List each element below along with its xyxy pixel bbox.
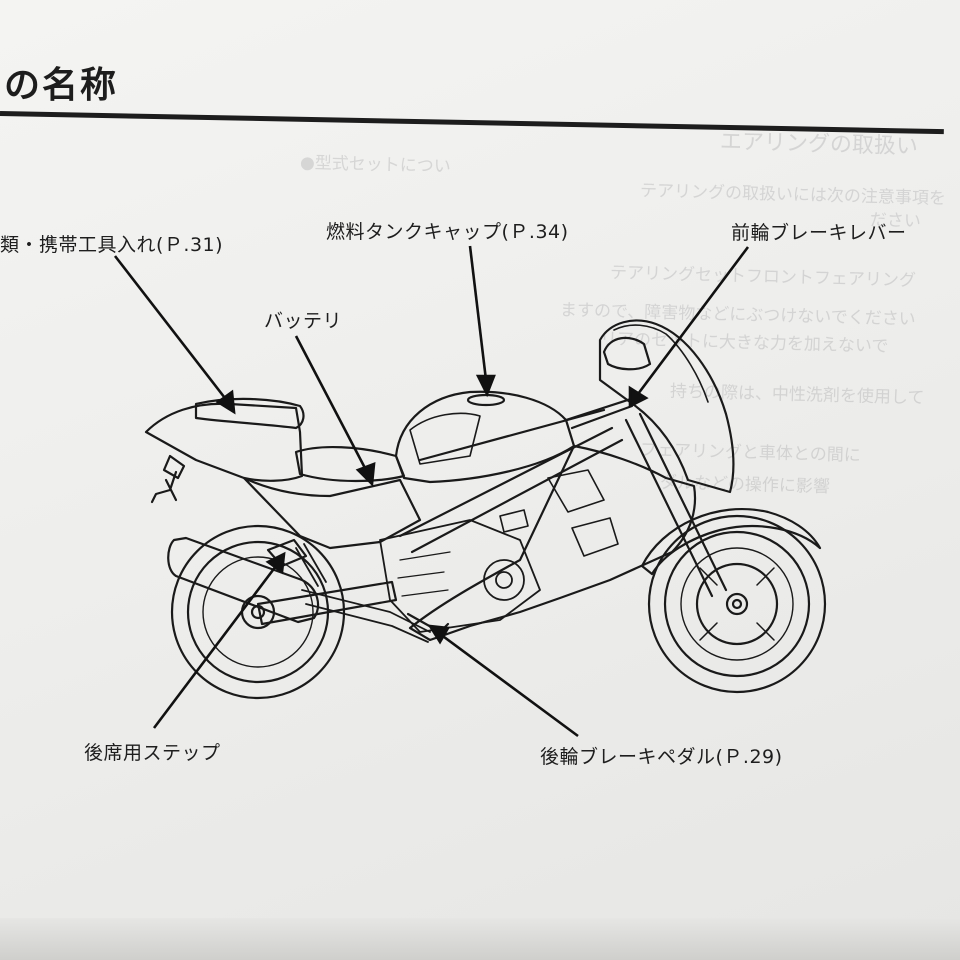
callout-fuel-cap: 燃料タンクキャップ(Ｐ.34) (326, 221, 569, 243)
license-bracket (150, 470, 178, 504)
rear-shock (295, 543, 327, 587)
arrowhead (265, 551, 286, 575)
leader-line-battery (294, 335, 368, 471)
tank-knee-recess (409, 412, 481, 465)
leader-line-front-brake-lever (636, 246, 750, 395)
callout-tool-storage: 類・携帯工具入れ(Ｐ.31) (0, 234, 224, 256)
arrowhead (427, 624, 451, 645)
rear-wheel (170, 524, 346, 700)
fairing-vent-small (499, 509, 529, 533)
arrowhead (355, 462, 376, 487)
arrowhead (628, 385, 649, 409)
front-fender (640, 507, 822, 576)
lower-fairing (408, 444, 697, 642)
swingarm (256, 580, 398, 626)
callout-passenger-step: 後席用ステップ (84, 742, 221, 764)
callout-rear-brake-pedal: 後輪ブレーキペダル(Ｐ.29) (540, 746, 783, 768)
leader-line-rear-brake-pedal (439, 632, 579, 738)
upper-fairing (598, 319, 735, 494)
engine (379, 519, 541, 633)
page-bottom-edge (0, 918, 960, 960)
fairing-vent (547, 469, 619, 557)
passenger-seat-cowl (194, 397, 305, 430)
page-title: の名称 (4, 65, 119, 106)
callout-battery: バッテリ (264, 310, 343, 332)
front-fork (624, 412, 728, 598)
muffler (167, 536, 320, 624)
leader-line-passenger-step (152, 565, 278, 729)
front-wheel (647, 514, 827, 694)
fuel-tank (394, 390, 576, 484)
tail-cowl (144, 402, 304, 482)
rider-seat (294, 446, 406, 483)
windscreen (613, 324, 709, 403)
mirror (602, 336, 652, 371)
arrowhead (215, 389, 236, 415)
leader-line-fuel-cap (468, 245, 488, 381)
leader-line-tool-storage (113, 255, 230, 403)
callout-front-brake-lever: 前輪ブレーキレバー (731, 222, 907, 244)
tail-light (162, 454, 186, 480)
frame-spar (398, 408, 624, 554)
arrowhead (475, 374, 496, 398)
fuel-cap (466, 393, 506, 407)
